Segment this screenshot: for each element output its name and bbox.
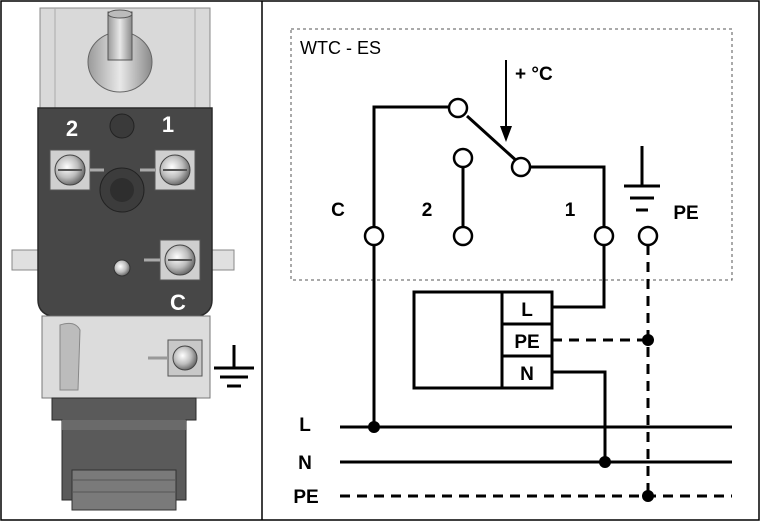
bus-label-pe: PE — [293, 487, 318, 508]
bus-label-l: L — [299, 415, 311, 436]
terminal-c — [363, 225, 385, 247]
wiring-diagram: WTC - ES + °C C 2 1 PE — [290, 28, 733, 508]
earth-screw — [148, 339, 203, 377]
screw-terminal-c — [144, 239, 201, 281]
junction-pe-block — [642, 334, 654, 346]
wire-1-to-l — [552, 245, 606, 309]
photo-label-1: 1 — [162, 112, 174, 137]
switch-blade — [465, 114, 521, 165]
terminal-block — [412, 290, 554, 390]
wtc-title: WTC - ES — [300, 38, 381, 58]
temp-label: + °C — [515, 64, 553, 85]
photo-label-2: 2 — [66, 116, 78, 141]
label-1: 1 — [565, 200, 576, 221]
junction-pe-bus — [642, 490, 654, 502]
junction-n — [599, 456, 611, 468]
contact-2-top — [452, 147, 474, 169]
block-terminal-n: N — [520, 364, 534, 385]
block-terminal-l: L — [521, 300, 533, 321]
screw-terminal-1 — [140, 149, 196, 191]
photo-label-c: C — [170, 290, 186, 315]
screw-terminal-2 — [49, 149, 104, 191]
junction-l — [368, 421, 380, 433]
wtc-box — [290, 28, 733, 281]
contact-1-top — [510, 156, 532, 178]
shaft — [107, 11, 133, 61]
label-c: C — [331, 200, 345, 221]
terminal-pe — [637, 225, 659, 247]
switch-pivot — [447, 97, 469, 119]
bus-label-n: N — [298, 453, 312, 474]
ground-icon — [624, 146, 660, 212]
label-pe: PE — [673, 203, 698, 224]
label-2: 2 — [422, 200, 433, 221]
terminal-2 — [452, 225, 474, 247]
terminal-1 — [593, 225, 615, 247]
earth-ground-icon — [214, 345, 254, 388]
wire-n — [552, 370, 607, 462]
thermostat-photo: 2 1 C — [2, 2, 261, 519]
block-terminal-pe: PE — [514, 332, 539, 353]
